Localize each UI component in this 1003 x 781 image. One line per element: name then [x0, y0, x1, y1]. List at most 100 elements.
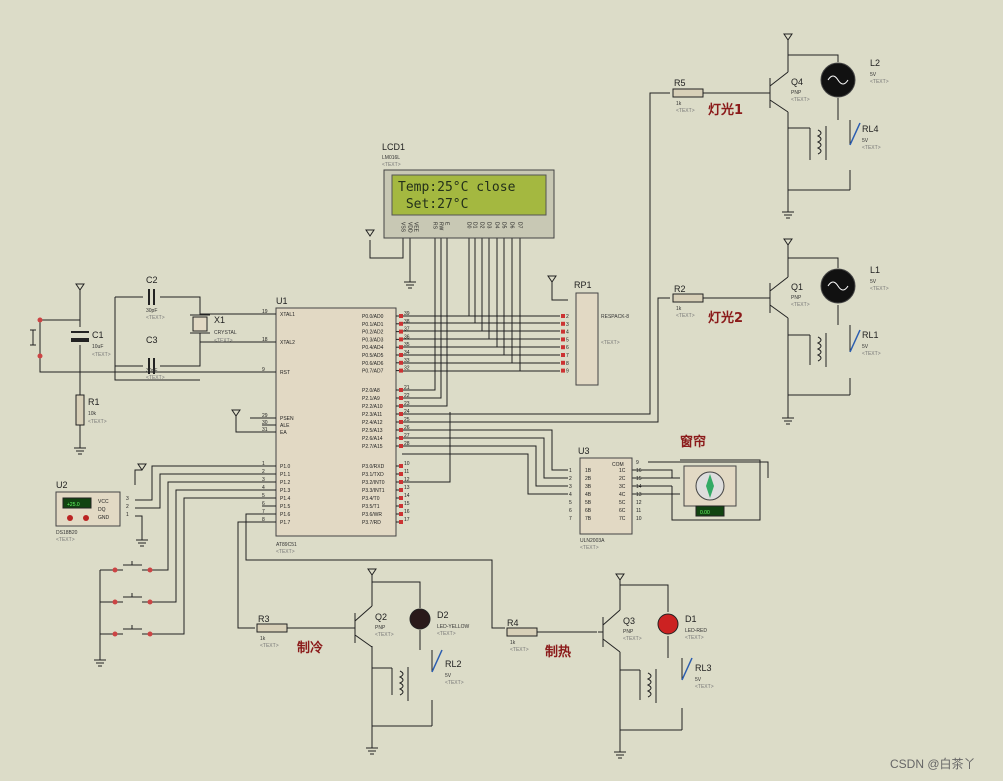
mcu-pin-name: P0.1/AD1 — [362, 322, 384, 328]
mcu-pin-marker — [399, 472, 403, 476]
l2-text-placeholder: <TEXT> — [870, 79, 889, 85]
u2-pin-num: 1 — [126, 512, 129, 518]
d2-ref: D2 — [437, 610, 449, 620]
u3-pin-num: 11 — [636, 508, 641, 514]
mcu-pin-num: 33 — [404, 358, 410, 364]
lcd-pin-name: RS — [432, 222, 438, 230]
u2-pin-name: VCC — [98, 499, 109, 505]
mcu-pin-name: P3.6/WR — [362, 512, 382, 518]
push-button-2[interactable] — [112, 593, 153, 605]
rp1-pin-marker — [561, 345, 565, 350]
reset-button[interactable] — [30, 317, 43, 359]
mcu-pin-num: 31 — [262, 427, 268, 433]
rl4-text-placeholder: <TEXT> — [862, 145, 881, 151]
lcd-pin-name: D3 — [486, 222, 492, 229]
c2-ref: C2 — [146, 275, 158, 285]
mcu-pin-num: 15 — [404, 501, 410, 507]
r3-ref: R3 — [258, 614, 270, 624]
u2-text-placeholder: <TEXT> — [56, 537, 75, 543]
mcu-pin-num: 3 — [262, 477, 265, 483]
u2-pin-name: GND — [98, 515, 110, 521]
r1-value: 10k — [88, 411, 97, 417]
resistor-r1: R1 10k <TEXT> — [75, 394, 107, 426]
c3-ref: C3 — [146, 335, 158, 345]
reset-button-pin[interactable] — [37, 317, 43, 323]
push-button-3[interactable] — [112, 625, 153, 637]
c3-text-placeholder: <TEXT> — [146, 375, 165, 381]
mcu-pin-name: EA — [280, 430, 287, 436]
mcu-pin-num: 6 — [262, 501, 265, 507]
mcu-pin-num: 28 — [404, 441, 410, 447]
mcu-pin-marker — [399, 464, 403, 468]
q3-text-placeholder: <TEXT> — [623, 636, 642, 642]
rl1-value: 5V — [862, 344, 869, 350]
q2-ref: Q2 — [375, 612, 387, 622]
mcu-right-pins: 39P0.0/AD038P0.1/AD137P0.2/AD236P0.3/AD3… — [362, 311, 410, 526]
r4-value: 1k — [510, 640, 516, 646]
rl4-ref: RL4 — [862, 124, 879, 134]
u3-pin-name: 4C — [619, 492, 626, 498]
mcu-pin-num: 8 — [262, 517, 265, 523]
lcd-pin-name: RW — [438, 222, 444, 231]
q1-type: PNP — [791, 295, 802, 301]
d2-text-placeholder: <TEXT> — [437, 631, 456, 637]
mcu-pin-name: P3.5/T1 — [362, 504, 380, 510]
u2-pin-num: 3 — [126, 496, 129, 502]
mcu-pin-num: 5 — [262, 493, 265, 499]
u3-pin-name: 3C — [619, 484, 626, 490]
label-heat: 制热 — [545, 644, 571, 660]
ground-symbols — [74, 211, 794, 759]
stepper-motor: 0.00 — [683, 465, 737, 517]
rp1-pin-marker — [561, 314, 565, 318]
mcu-pin-name: P2.1/A9 — [362, 396, 380, 402]
mcu-pin-num: 32 — [404, 366, 410, 372]
r2-ref: R2 — [674, 284, 686, 294]
u2-pin-num: 2 — [126, 504, 129, 510]
push-buttons[interactable] — [112, 561, 153, 637]
lcd-line1: Temp:25°C close — [398, 180, 516, 195]
d1-text-placeholder: <TEXT> — [685, 635, 704, 641]
mcu-pin-num: 11 — [404, 469, 409, 475]
lcd-pin-name: D0 — [466, 222, 472, 229]
r4-ref: R4 — [507, 618, 519, 628]
u3-pin-name: 6B — [585, 508, 592, 514]
u3-pin-num: 16 — [636, 468, 642, 474]
lcd-text-placeholder: <TEXT> — [382, 162, 401, 168]
u2-down-button[interactable] — [67, 515, 73, 521]
cooling-circuit: R3 1k <TEXT> 制冷 Q2 PNP <TEXT> D2 LED-YEL… — [256, 605, 470, 701]
mcu-pin-marker — [399, 388, 403, 392]
rp1-pin-num: 6 — [566, 345, 569, 351]
reset-button-pin[interactable] — [37, 353, 43, 359]
mcu-pin-name: P2.0/A8 — [362, 388, 380, 394]
rp1-pin-num: 5 — [566, 337, 569, 343]
u3-pin-num: 5 — [569, 500, 572, 506]
u2-display — [62, 497, 92, 509]
rp1-pin-num: 4 — [566, 330, 569, 336]
mcu-pin-name: P1.6 — [280, 512, 291, 518]
mcu-part: AT89C51 — [276, 542, 297, 548]
r3-value: 1k — [260, 636, 266, 642]
c2-text-placeholder: <TEXT> — [146, 315, 165, 321]
label-light1: 灯光1 — [708, 102, 743, 118]
d2-led — [409, 608, 431, 630]
push-button-1[interactable] — [112, 561, 153, 573]
u3-pin-name: 2B — [585, 476, 592, 482]
rl3-text-placeholder: <TEXT> — [695, 684, 714, 690]
rl1-ref: RL1 — [862, 330, 879, 340]
mcu-pin-name: P1.0 — [280, 464, 291, 470]
u2-up-button[interactable] — [83, 515, 89, 521]
q4-text-placeholder: <TEXT> — [791, 97, 810, 103]
rl2-ref: RL2 — [445, 659, 462, 669]
q3-type: PNP — [623, 629, 634, 635]
rl4-coil — [816, 129, 822, 155]
rp1-part: RESPACK-8 — [601, 314, 629, 320]
u3-pin-num: 4 — [569, 492, 572, 498]
d1-led — [657, 613, 679, 635]
mcu-pin-marker — [399, 428, 403, 432]
mcu-pin-marker — [399, 496, 403, 500]
r2-value: 1k — [676, 306, 682, 312]
rp1-pin-num: 8 — [566, 361, 569, 367]
u3-pin-name: 3B — [585, 484, 592, 490]
